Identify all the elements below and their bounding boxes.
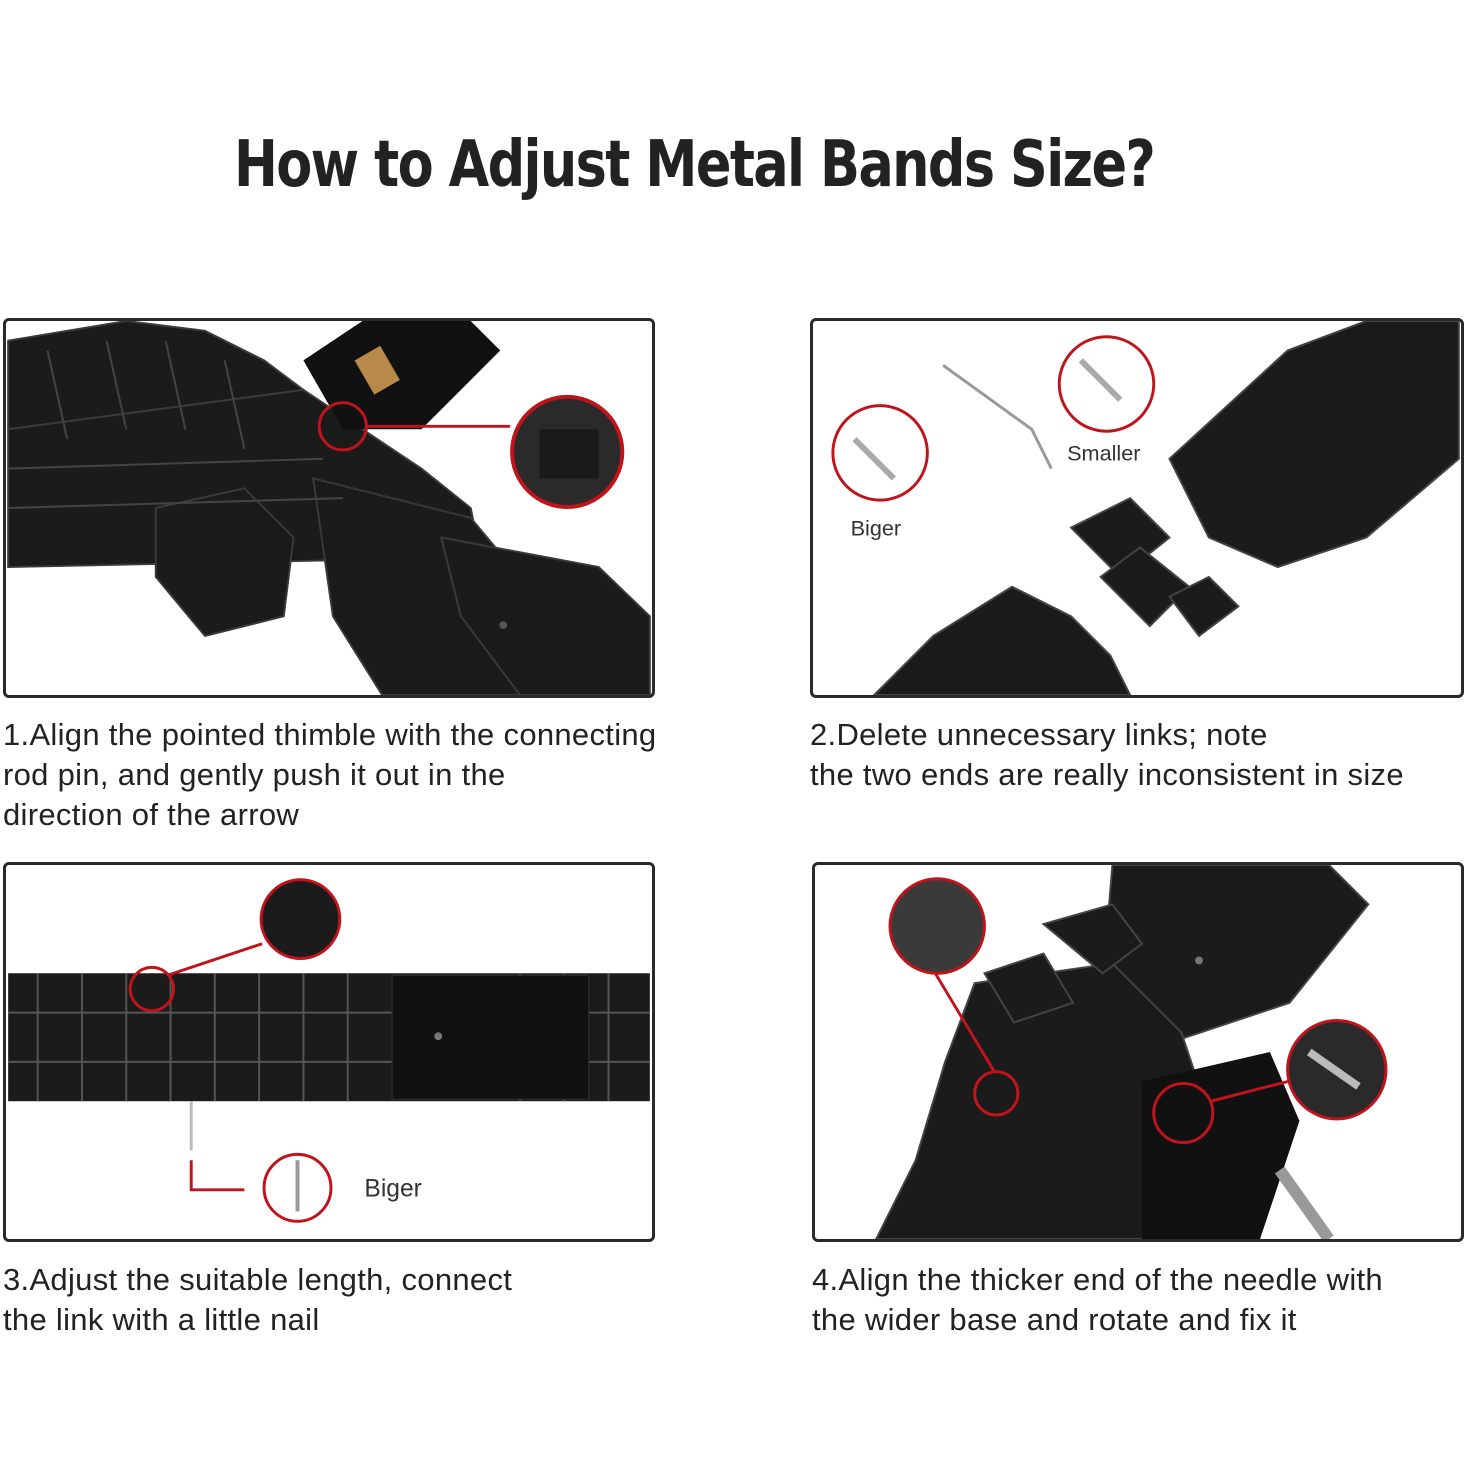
bigger-label: Biger <box>851 516 902 541</box>
step-4-image <box>812 862 1464 1242</box>
step-4-caption: 4.Align the thicker end of the needle wi… <box>812 1260 1383 1340</box>
step-4-illustration <box>875 865 1388 1239</box>
step-1-caption-line: direction of the arrow <box>3 797 300 832</box>
step-3-caption-line: the link with a little nail <box>3 1302 320 1337</box>
step-1-image <box>3 318 655 698</box>
step-1-caption: 1.Align the pointed thimble with the con… <box>3 715 656 835</box>
step-4-caption-line: 4.Align the thicker end of the needle wi… <box>812 1262 1383 1297</box>
step-2-caption-line: 2.Delete unnecessary links; note <box>810 717 1268 752</box>
step-4-caption-line: the wider base and rotate and fix it <box>812 1302 1297 1337</box>
step-1-illustration <box>7 321 651 695</box>
step-3-illustration: Biger <box>8 878 650 1223</box>
step-2-illustration: Smaller Biger <box>831 321 1460 695</box>
step-3-caption-line: 3.Adjust the suitable length, connect <box>3 1262 513 1297</box>
step-1-caption-line: 1.Align the pointed thimble with the con… <box>3 717 657 752</box>
step-2-image: Smaller Biger <box>810 318 1464 698</box>
smaller-label: Smaller <box>1067 441 1140 466</box>
page-title: How to Adjust Metal Bands Size? <box>233 128 1156 202</box>
step-1-caption-line: rod pin, and gently push it out in the <box>3 757 506 792</box>
step-2-caption: 2.Delete unnecessary links; note the two… <box>810 715 1404 795</box>
bigger-label: Biger <box>364 1176 421 1203</box>
step-2-caption-line: the two ends are really inconsistent in … <box>810 757 1404 792</box>
step-3-caption: 3.Adjust the suitable length, connect th… <box>3 1260 512 1340</box>
step-3-image: Biger <box>3 862 655 1242</box>
